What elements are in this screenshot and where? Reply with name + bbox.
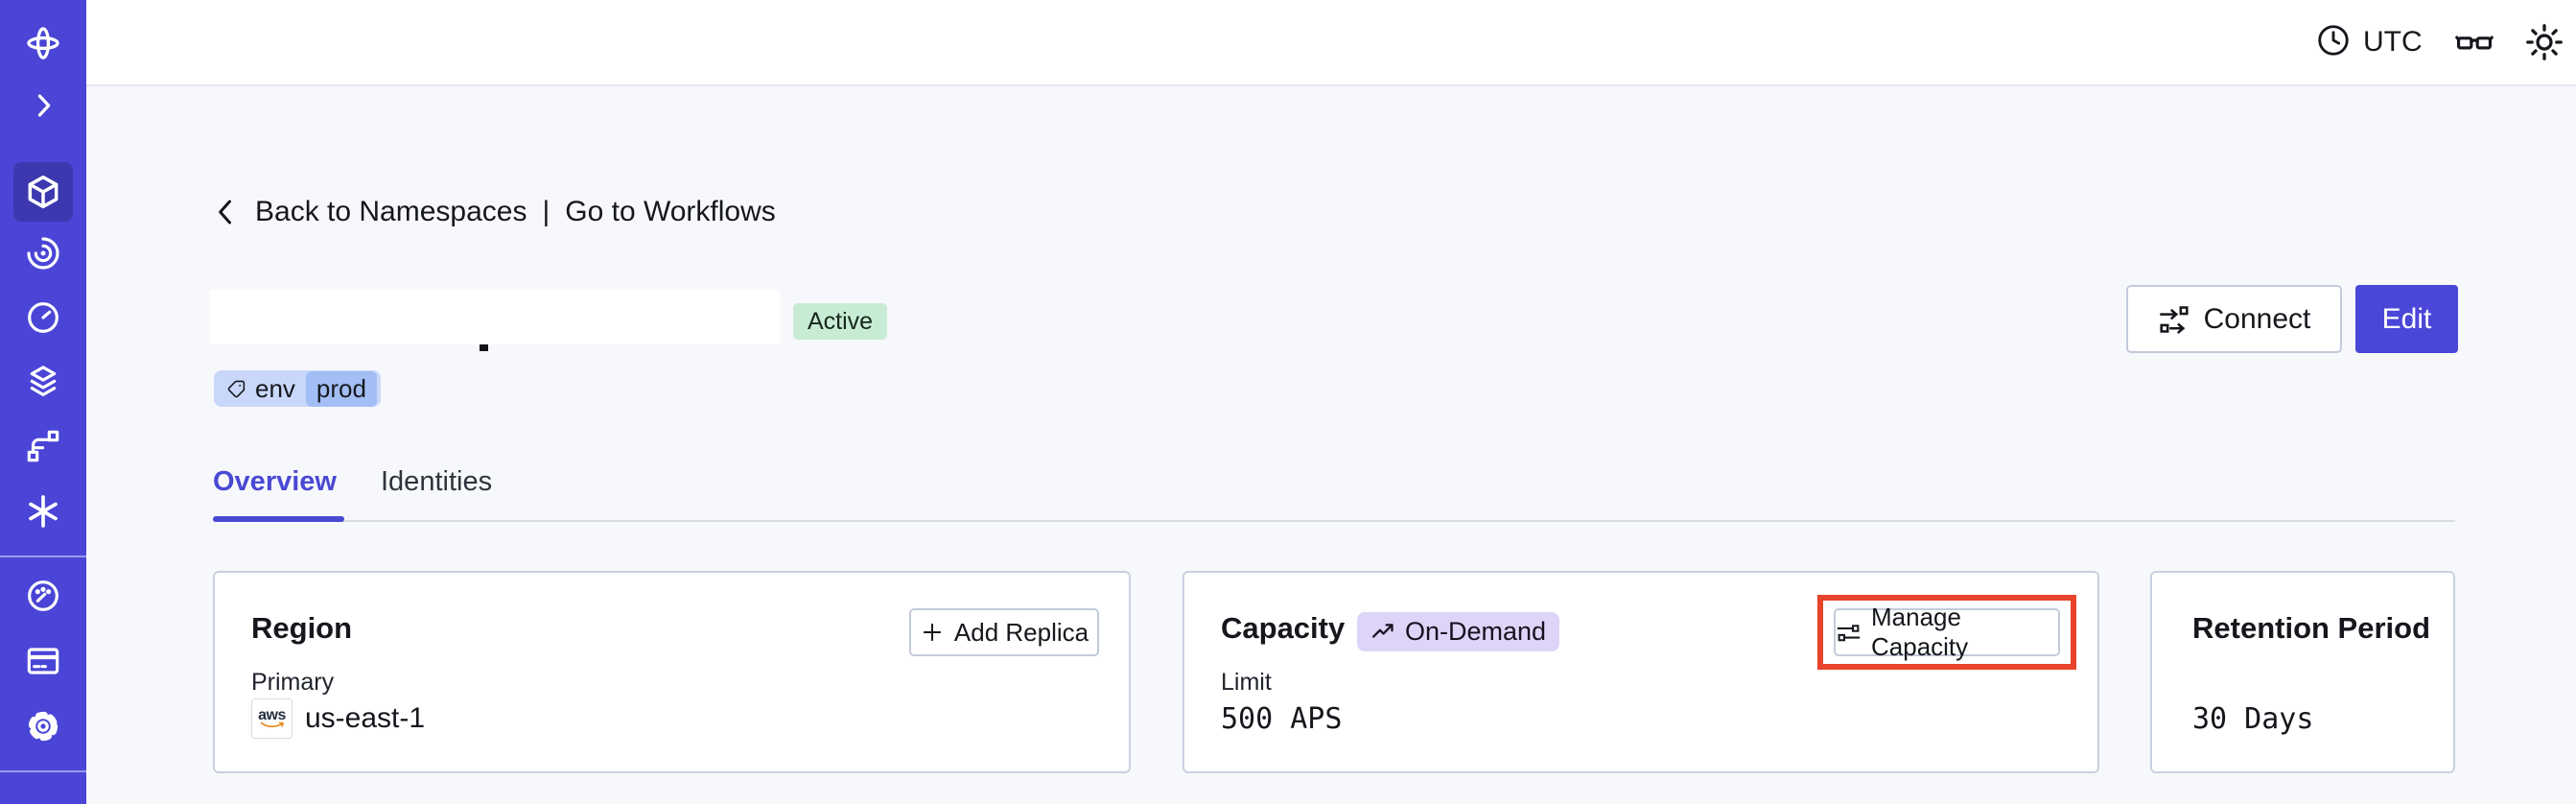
- manage-capacity-button[interactable]: Manage Capacity: [1834, 603, 2060, 661]
- retention-value: 30 Days: [2192, 702, 2314, 736]
- aws-logo: aws: [251, 698, 293, 739]
- trending-up-icon: [1370, 619, 1396, 645]
- region-value: us-east-1: [305, 702, 426, 734]
- tabs-bottom-border: [213, 520, 2455, 522]
- annotation-highlight-box: [1817, 595, 2076, 670]
- retention-card: Retention Period 30 Days: [2150, 571, 2455, 773]
- sliders-icon: [1836, 620, 1862, 646]
- status-badge: Active: [793, 303, 888, 340]
- connect-flow-icon: [2158, 303, 2190, 336]
- edit-button-label: Edit: [2381, 302, 2432, 335]
- region-value-row: aws us-east-1: [251, 698, 425, 739]
- tab-overview[interactable]: Overview: [213, 466, 337, 497]
- tab-identities[interactable]: Identities: [381, 466, 493, 497]
- sidebar-divider: [0, 556, 86, 557]
- region-card-title: Region: [251, 611, 353, 645]
- timezone-label: UTC: [2363, 26, 2423, 58]
- region-card: Region Add Replica Primary aws us-east-1: [213, 571, 1131, 773]
- topbar: UTC: [86, 0, 2576, 86]
- capacity-card-title: Capacity: [1221, 611, 1346, 645]
- active-tab-underline: [213, 516, 344, 522]
- add-replica-label: Add Replica: [953, 617, 1089, 647]
- namespace-tag-chip: env prod: [214, 370, 381, 407]
- tag-key: env: [255, 373, 295, 403]
- help-circle-icon[interactable]: [13, 791, 73, 804]
- sidebar-item-layers[interactable]: [13, 351, 73, 411]
- tag-value: prod: [305, 370, 377, 407]
- capacity-limit-label: Limit: [1221, 669, 1272, 696]
- breadcrumb-workflows-link[interactable]: Go to Workflows: [565, 196, 776, 227]
- breadcrumb-back-link[interactable]: Back to Namespaces: [255, 196, 527, 227]
- sidebar-expand-chevron-icon[interactable]: [13, 76, 73, 135]
- namespace-name-redacted: [210, 290, 780, 344]
- brightness-theme-icon[interactable]: [2523, 0, 2565, 84]
- sidebar-item-timer[interactable]: [13, 288, 73, 347]
- back-chevron-icon[interactable]: [213, 198, 240, 226]
- redacted-text-remnant: [480, 344, 488, 351]
- sidebar: [0, 0, 86, 804]
- glasses-icon[interactable]: [2454, 0, 2494, 84]
- manage-capacity-label: Manage Capacity: [1871, 603, 1969, 661]
- sidebar-item-namespaces[interactable]: [13, 162, 73, 222]
- temporal-logo-icon[interactable]: [13, 13, 73, 73]
- sidebar-item-nexus[interactable]: [13, 482, 73, 541]
- sidebar-item-billing[interactable]: [13, 631, 73, 691]
- region-primary-label: Primary: [251, 669, 335, 696]
- sidebar-item-spiral[interactable]: [13, 224, 73, 283]
- timezone-selector[interactable]: UTC: [2315, 0, 2423, 84]
- connect-button[interactable]: Connect: [2126, 285, 2342, 353]
- ondemand-badge: On-Demand: [1357, 612, 1560, 651]
- sidebar-item-deployments[interactable]: [13, 416, 73, 476]
- breadcrumb: Back to Namespaces | Go to Workflows: [213, 196, 776, 228]
- plus-icon: [920, 620, 945, 645]
- sidebar-item-usage[interactable]: [13, 566, 73, 626]
- add-replica-button[interactable]: Add Replica: [909, 608, 1099, 656]
- retention-card-title: Retention Period: [2192, 611, 2431, 645]
- edit-button[interactable]: Edit: [2355, 285, 2458, 353]
- ondemand-badge-label: On-Demand: [1405, 617, 1547, 646]
- connect-button-label: Connect: [2203, 302, 2311, 335]
- capacity-limit-value: 500 APS: [1221, 702, 1343, 736]
- breadcrumb-separator: |: [542, 196, 550, 227]
- tag-icon: [226, 379, 246, 399]
- sidebar-divider: [0, 770, 86, 772]
- clock-icon: [2315, 22, 2352, 63]
- capacity-card: Capacity On-Demand Manage Capacity Limit…: [1183, 571, 2099, 773]
- sidebar-item-settings[interactable]: [13, 697, 73, 756]
